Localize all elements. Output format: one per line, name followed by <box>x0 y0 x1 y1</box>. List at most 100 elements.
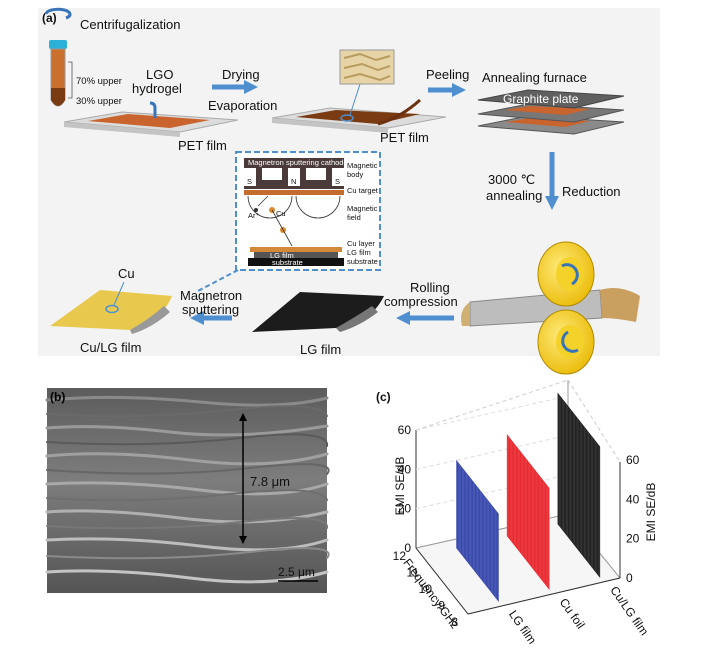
panel-c-label: (c) <box>376 390 391 404</box>
ar-label: Ar⁺ <box>248 211 260 220</box>
tube-cap <box>49 40 67 49</box>
magnetic-field-lines <box>247 195 341 219</box>
cu-marker-line <box>113 281 125 306</box>
z-tick-left-60: 60 <box>398 423 412 437</box>
chart-ylabel-right: EMI SE/dB <box>644 483 658 542</box>
top-roller-face <box>556 257 584 291</box>
chart-side-top <box>567 379 621 463</box>
magnetic-body-label-2: body <box>347 170 364 179</box>
pet-film-hydrogel <box>63 101 239 137</box>
cu-path <box>271 209 293 247</box>
lgo-label: LGO <box>146 67 173 82</box>
arrow-drying-head <box>244 80 258 94</box>
rolling-label: Rolling <box>410 280 450 295</box>
chart-category-axis <box>467 577 621 615</box>
category-label-0: LG film <box>506 608 539 647</box>
z-tick-right-20: 20 <box>626 532 640 546</box>
dried-film <box>271 49 447 133</box>
sem-layers <box>45 395 330 584</box>
magnetic-field-label-2: field <box>347 213 361 222</box>
substrate-bar <box>248 258 344 266</box>
panel-b-label: (b) <box>50 390 65 404</box>
x-tick-8: 8 <box>451 615 458 629</box>
film-output <box>600 288 640 322</box>
pet-substrate-2-edge <box>272 118 388 133</box>
cu-lg-film-label: Cu/LG film <box>80 340 141 355</box>
lg-film-side-label: LG film <box>347 248 371 257</box>
zoom-circle <box>340 114 354 122</box>
magnet-s1 <box>244 168 256 186</box>
lg-film-bar <box>254 252 338 258</box>
magnet-n-label: N <box>291 177 296 186</box>
pet-film-label-2: PET film <box>380 130 429 145</box>
chart-frequency-axis <box>415 547 469 615</box>
scale-bar-label: 2.5 μm <box>278 565 315 579</box>
annealing-furnace-label: Annealing furnace <box>482 70 587 85</box>
anneal-temp-label: 3000 ℃ <box>488 172 535 187</box>
lg-film <box>252 292 384 332</box>
magnet-n <box>288 168 300 186</box>
cu-target-label: Cu target <box>347 186 379 195</box>
bar-ribs-1 <box>507 435 550 589</box>
cathode-label: Magnetron sputtering cathode <box>248 158 348 167</box>
bar-lg-film <box>456 459 499 603</box>
cu-lg-curl <box>130 306 170 334</box>
bottom-roller-face <box>556 325 584 359</box>
cu-lg-film <box>50 281 172 334</box>
bar-ribs-0 <box>456 461 499 601</box>
graphite-plate-label: Graphite plate <box>503 92 579 106</box>
magnet-s2-label: S <box>335 177 340 186</box>
x-tick-11: 11 <box>407 566 420 580</box>
z-tick-left-20: 20 <box>398 502 412 516</box>
reduction-label: Reduction <box>562 184 621 199</box>
graphite-plate-top <box>477 89 625 109</box>
bar-cu-foil <box>506 434 550 591</box>
bar-cu-lg-film <box>557 392 601 579</box>
zoom-inset-sheets <box>343 52 391 82</box>
cu-layer-bar <box>250 247 342 252</box>
drying-label: Drying <box>222 67 260 82</box>
chart-bars <box>456 392 601 603</box>
magnetron-label: Magnetron <box>180 288 242 303</box>
evaporation-label: Evaporation <box>208 98 277 113</box>
film-layer-middle <box>505 106 590 115</box>
pet-substrate-edge <box>64 122 180 137</box>
sputtering-label: sputtering <box>182 302 239 317</box>
pour-arrow <box>149 101 157 118</box>
magnetic-body-label-1: Magnetic <box>347 161 378 170</box>
annealing-label: annealing <box>486 188 542 203</box>
hydrogel-label: hydrogel <box>132 81 182 96</box>
chart-back-top <box>415 379 569 431</box>
gap-1 <box>262 168 282 180</box>
zoom-line <box>349 83 361 116</box>
gap-2 <box>306 168 326 180</box>
inset-lg-film-label-in: LG film <box>270 251 294 260</box>
inset-substrate-label-in: substrate <box>272 258 303 267</box>
peeling-label: Peeling <box>426 67 469 82</box>
magnetron-inset: Magnetron sputtering cathode S N S Ar⁺ C… <box>195 151 381 293</box>
arrow-peeling-head <box>452 83 466 97</box>
arrow-rolling-head <box>396 311 410 325</box>
centrifuge-tube <box>44 7 73 107</box>
cu-lg-sheet <box>50 290 172 330</box>
category-label-2: Cu/LG film <box>607 584 651 638</box>
z-tick-left-40: 40 <box>398 462 412 476</box>
x-tick-10: 10 <box>419 582 433 596</box>
film-input <box>461 302 470 326</box>
magnet-s1-label: S <box>247 177 252 186</box>
z-tick-right-0: 0 <box>626 571 633 585</box>
bottom-roller-rotation-icon <box>561 330 579 353</box>
panel-b: (b) 7.8 μm 2.5 μm <box>45 388 330 593</box>
peeling-edge <box>377 98 422 126</box>
substrate-side-label: substrate <box>347 257 378 266</box>
hydrogel-layer <box>88 114 210 128</box>
gridline-40 <box>415 434 569 470</box>
annealing-furnace <box>477 89 625 135</box>
cu-label: Cu <box>118 266 135 281</box>
lg-film-label: LG film <box>300 342 341 357</box>
